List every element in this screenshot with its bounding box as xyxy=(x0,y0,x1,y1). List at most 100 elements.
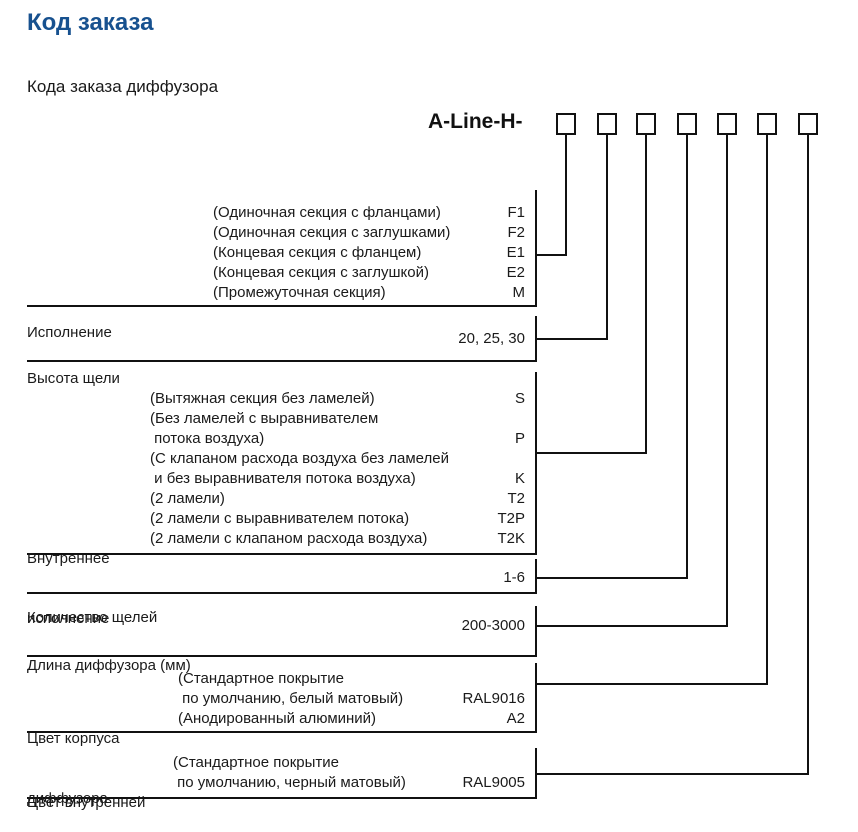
option-code: T2P xyxy=(497,510,525,527)
section-rule-5 xyxy=(27,655,537,657)
option-desc: потока воздуха) xyxy=(150,430,265,447)
option-row: и без выравнивателя потока воздуха) K xyxy=(150,469,525,489)
code-box-2 xyxy=(597,113,617,135)
option-code: RAL9005 xyxy=(462,774,525,791)
option-row: по умолчанию, черный матовый) RAL9005 xyxy=(173,773,525,793)
connector-line-5 xyxy=(535,625,728,627)
option-desc: по умолчанию, белый матовый) xyxy=(178,690,404,707)
code-box-1 xyxy=(556,113,576,135)
option-code: E2 xyxy=(506,264,525,281)
section-rule-2 xyxy=(27,360,537,362)
option-row: (Концевая секция с фланцем) E1 xyxy=(213,243,525,263)
section-label-vysota-shcheli: Высота щели xyxy=(27,370,120,387)
section-label-tsvet-korpusa: Цвет корпуса диффузора xyxy=(27,730,120,807)
option-code xyxy=(517,669,525,689)
section-label-ispolnenie: Исполнение xyxy=(27,324,112,341)
section-options-vnutrennee-ispolnenie: (Вытяжная секция без ламелей) S (Без ламе… xyxy=(150,389,525,549)
option-row: (2 ламели) T2 xyxy=(150,489,525,509)
option-code: P xyxy=(514,430,525,447)
section-label-tsvet-vnutrennei-chasti: Цвет внутренней части диффузора xyxy=(27,794,146,811)
option-code: A2 xyxy=(506,710,525,727)
option-code: 1-6 xyxy=(503,569,525,586)
bracket-line-3 xyxy=(535,372,537,555)
option-code xyxy=(517,449,525,469)
section-options-kolichestvo-shchelei: 1-6 xyxy=(213,568,525,588)
code-box-7 xyxy=(798,113,818,135)
code-box-3 xyxy=(636,113,656,135)
section-rule-4 xyxy=(27,592,537,594)
option-code: T2 xyxy=(507,490,525,507)
bracket-line-4 xyxy=(535,559,537,594)
option-code xyxy=(517,753,525,773)
option-row: (2 ламели с выравнивателем потока) T2P xyxy=(150,509,525,529)
option-desc: (2 ламели с клапаном расхода воздуха) xyxy=(150,530,428,547)
option-row: (С клапаном расхода воздуха без ламелей xyxy=(150,449,525,469)
option-desc: (Концевая секция с фланцем) xyxy=(213,244,422,261)
option-code: F2 xyxy=(507,224,525,241)
drop-line-1 xyxy=(565,135,567,256)
connector-line-7 xyxy=(535,773,809,775)
option-desc: (Стандартное покрытие xyxy=(173,754,340,771)
section-label-vnutrennee-ispolnenie: Внутреннее исполнение xyxy=(27,550,110,627)
option-row: 200-3000 xyxy=(213,616,525,636)
option-code: F1 xyxy=(507,204,525,221)
drop-line-4 xyxy=(686,135,688,579)
option-code: 200-3000 xyxy=(461,617,525,634)
option-desc: (2 ламели с выравнивателем потока) xyxy=(150,510,410,527)
bracket-line-7 xyxy=(535,748,537,799)
option-row: (Одиночная секция с фланцами) F1 xyxy=(213,203,525,223)
section-rule-1 xyxy=(27,305,537,307)
option-code: E1 xyxy=(506,244,525,261)
section-rule-6 xyxy=(27,731,537,733)
bracket-line-5 xyxy=(535,606,537,657)
option-row: (Стандартное покрытие xyxy=(178,669,525,689)
connector-line-3 xyxy=(535,452,647,454)
connector-line-4 xyxy=(535,577,688,579)
option-row: (Без ламелей с выравнивателем xyxy=(150,409,525,429)
option-row: 1-6 xyxy=(213,568,525,588)
option-code: T2K xyxy=(497,530,525,547)
code-prefix: A-Line-H- xyxy=(428,110,523,133)
option-desc: и без выравнивателя потока воздуха) xyxy=(150,470,416,487)
option-row: (2 ламели с клапаном расхода воздуха) T2K xyxy=(150,529,525,549)
option-desc: (Концевая секция с заглушкой) xyxy=(213,264,429,281)
code-box-6 xyxy=(757,113,777,135)
section-options-tsvet-vnutrennei-chasti: (Стандартное покрытие по умолчанию, черн… xyxy=(173,753,525,793)
option-code: 20, 25, 30 xyxy=(458,330,525,347)
option-desc: (Промежуточная секция) xyxy=(213,284,386,301)
connector-line-6 xyxy=(535,683,768,685)
option-code: M xyxy=(512,284,526,301)
section-label-dlina-diffuzora: Длина диффузора (мм) xyxy=(27,657,191,674)
option-code: K xyxy=(514,470,525,487)
code-box-5 xyxy=(717,113,737,135)
option-desc: (С клапаном расхода воздуха без ламелей xyxy=(150,450,450,467)
option-row: по умолчанию, белый матовый)RAL9016 xyxy=(178,689,525,709)
section-label-kolichestvo-shchelei: Количество щелей xyxy=(27,609,158,626)
connector-line-1 xyxy=(535,254,567,256)
option-row: (Одиночная секция с заглушками)F2 xyxy=(213,223,525,243)
section-options-dlina-diffuzora: 200-3000 xyxy=(213,616,525,636)
option-desc: (Одиночная секция с фланцами) xyxy=(213,204,441,221)
option-code xyxy=(517,409,525,429)
option-desc: (Вытяжная секция без ламелей) xyxy=(150,390,375,407)
bracket-line-2 xyxy=(535,316,537,362)
section-rule-7 xyxy=(27,797,537,799)
option-desc: (2 ламели) xyxy=(150,490,225,507)
option-row: (Стандартное покрытие xyxy=(173,753,525,773)
section-options-ispolnenie: (Одиночная секция с фланцами) F1 (Одиночн… xyxy=(213,203,525,303)
option-code: S xyxy=(514,390,525,407)
option-row: потока воздуха) P xyxy=(150,429,525,449)
option-desc: по умолчанию, черный матовый) xyxy=(173,774,406,791)
option-desc: (Стандартное покрытие xyxy=(178,670,345,687)
drop-line-3 xyxy=(645,135,647,454)
bracket-line-6 xyxy=(535,663,537,733)
section-options-tsvet-korpusa: (Стандартное покрытие по умолчанию, белы… xyxy=(178,669,525,729)
drop-line-5 xyxy=(726,135,728,627)
connector-line-2 xyxy=(535,338,608,340)
code-box-4 xyxy=(677,113,697,135)
option-row: (Анодированный алюминий)A2 xyxy=(178,709,525,729)
drop-line-2 xyxy=(606,135,608,340)
section-options-vysota-shcheli: 20, 25, 30 xyxy=(213,329,525,349)
drop-line-6 xyxy=(766,135,768,685)
